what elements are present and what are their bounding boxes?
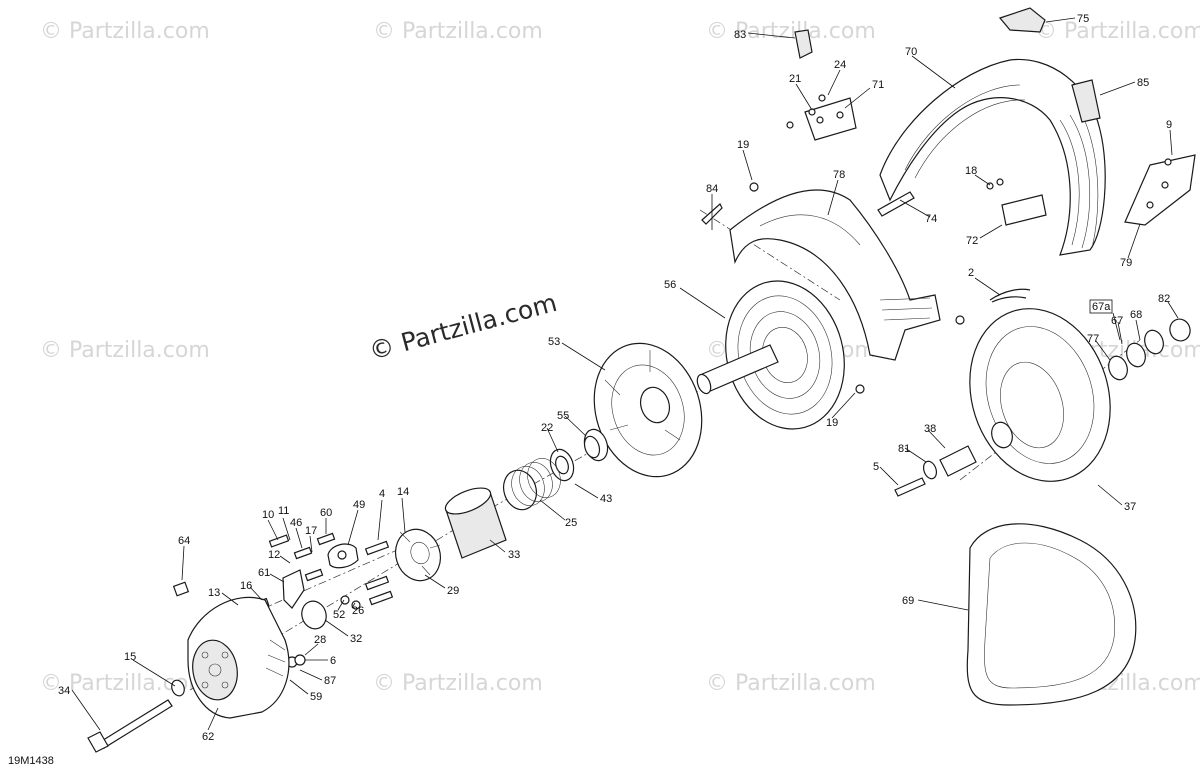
callout-19: 19 <box>737 139 749 151</box>
callout-56: 56 <box>664 279 676 291</box>
callout-14: 14 <box>397 486 409 498</box>
callout-83: 83 <box>734 29 746 41</box>
callout-37: 37 <box>1124 501 1136 513</box>
callout-69: 69 <box>902 595 914 607</box>
callout-29: 29 <box>447 585 459 597</box>
callout-59: 59 <box>310 691 322 703</box>
callout-13: 13 <box>208 587 220 599</box>
diagram-code: 19M1438 <box>8 755 54 767</box>
washer-22 <box>549 448 575 482</box>
watermark: © Partzilla.com <box>373 671 543 696</box>
callout-46: 46 <box>290 517 302 529</box>
callout-21: 21 <box>789 73 801 85</box>
spring-25 <box>502 458 561 511</box>
callout-52: 52 <box>333 609 345 621</box>
watermark: © Partzilla.com <box>1035 19 1200 44</box>
drive-belt <box>966 523 1137 706</box>
plate-72 <box>1001 194 1047 226</box>
fixed-sheave <box>696 280 845 430</box>
watermark: © Partzilla.com <box>706 19 876 44</box>
callout-70: 70 <box>905 46 917 58</box>
callout-53: 53 <box>548 336 560 348</box>
governor-cup <box>187 596 290 719</box>
callout-10: 10 <box>262 509 274 521</box>
bracket-71 <box>804 97 857 141</box>
watermark-layer: © Partzilla.com © Partzilla.com © Partzi… <box>40 19 1200 696</box>
driven-pulley <box>969 308 1111 482</box>
callout-24: 24 <box>834 59 846 71</box>
callout-68: 68 <box>1130 309 1142 321</box>
callout-81: 81 <box>898 443 910 455</box>
callout-67a: 67a <box>1092 301 1111 313</box>
movable-sheave <box>593 342 703 478</box>
callout-6: 6 <box>330 655 336 667</box>
callout-34: 34 <box>58 685 70 697</box>
callout-15: 15 <box>124 651 136 663</box>
callout-18: 18 <box>965 165 977 177</box>
callout-38: 38 <box>924 423 936 435</box>
callout-28: 28 <box>314 634 326 646</box>
pad-83 <box>794 29 813 59</box>
callout-78: 78 <box>833 169 845 181</box>
pad-85 <box>1071 79 1101 123</box>
brand-text: © Partzilla.com <box>366 288 560 366</box>
small-hardware <box>171 532 394 697</box>
guard-clip-75 <box>998 7 1046 33</box>
bracket-79 <box>1124 154 1196 226</box>
callout-19b: 19 <box>826 417 838 429</box>
callout-16: 16 <box>240 580 252 592</box>
callout-labels: 83 75 24 21 71 70 85 19 78 9 84 18 74 72… <box>58 13 1172 743</box>
callout-64: 64 <box>178 535 190 547</box>
spacer-38 <box>939 445 977 477</box>
callout-62: 62 <box>202 731 214 743</box>
callout-43: 43 <box>600 493 612 505</box>
callout-75: 75 <box>1077 13 1089 25</box>
callout-22: 22 <box>541 422 553 434</box>
ring-55 <box>583 428 609 462</box>
callout-79: 79 <box>1120 257 1132 269</box>
leader-lines <box>71 17 1179 731</box>
callout-32: 32 <box>350 633 362 645</box>
callout-60: 60 <box>320 507 332 519</box>
callout-74: 74 <box>925 213 937 225</box>
callout-55: 55 <box>557 410 569 422</box>
callout-82: 82 <box>1158 293 1170 305</box>
callout-77: 77 <box>1087 333 1099 345</box>
retainer-74 <box>877 191 915 217</box>
callout-11: 11 <box>278 505 289 517</box>
callout-87: 87 <box>324 675 336 687</box>
callout-49: 49 <box>353 499 365 511</box>
callout-26: 26 <box>352 605 364 617</box>
watermark: © Partzilla.com <box>40 19 210 44</box>
callout-67a-box <box>1089 299 1113 314</box>
callout-2: 2 <box>968 267 974 279</box>
cam-arm <box>327 543 359 569</box>
drive-shield <box>729 189 941 361</box>
watermark: © Partzilla.com <box>373 19 543 44</box>
callout-84: 84 <box>706 183 718 195</box>
callout-5: 5 <box>873 461 879 473</box>
callout-4: 4 <box>379 488 385 500</box>
callout-17: 17 <box>305 525 317 537</box>
callout-72: 72 <box>966 235 978 247</box>
spider-29 <box>394 528 442 582</box>
callout-12: 12 <box>268 549 280 561</box>
callout-25: 25 <box>565 517 577 529</box>
callout-9: 9 <box>1166 119 1172 131</box>
bushing-33 <box>444 487 507 559</box>
callout-71: 71 <box>872 79 884 91</box>
spring-clip-2 <box>989 288 1031 303</box>
callout-33: 33 <box>508 549 520 561</box>
watermark: © Partzilla.com <box>40 338 210 363</box>
bolt-34 <box>87 699 173 753</box>
driven-rings <box>1108 318 1191 381</box>
washer-81 <box>922 460 938 480</box>
bolt-5 <box>894 477 926 497</box>
callout-67: 67 <box>1111 315 1123 327</box>
belt-guard <box>879 58 1106 256</box>
callout-61: 61 <box>258 567 270 579</box>
callout-85: 85 <box>1137 77 1149 89</box>
watermark: © Partzilla.com <box>706 671 876 696</box>
